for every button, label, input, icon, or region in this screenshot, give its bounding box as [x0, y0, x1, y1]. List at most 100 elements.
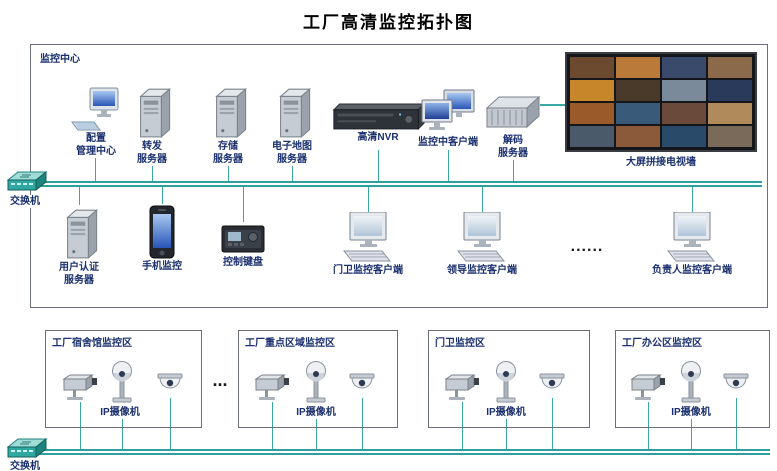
connector-line	[513, 150, 514, 183]
ip-camera-label: IP摄像机	[474, 406, 538, 419]
connector-line	[692, 187, 693, 212]
ip-camera-label: IP摄像机	[88, 406, 152, 419]
device-hd-nvr: 高清NVR	[328, 100, 428, 144]
tv-wall-cell	[662, 57, 706, 78]
bus-line-top	[34, 181, 762, 187]
device-label: 用户认证 服务器	[58, 261, 100, 287]
ellipsis-areas: ...	[212, 370, 228, 390]
device-label: 负责人监控客户端	[651, 264, 733, 277]
page-title: 工厂高清监控拓扑图	[303, 13, 474, 32]
device-gate-client: 门卫监控客户端	[328, 212, 408, 277]
connector-line	[448, 150, 449, 183]
tv-wall-grid	[565, 52, 757, 152]
connector-line	[482, 187, 483, 212]
device-auth-server: 用户认证 服务器	[43, 205, 115, 287]
tv-wall-cell	[616, 103, 660, 124]
device-label: 电子地图 服务器	[271, 140, 313, 166]
connector-line	[79, 187, 80, 205]
tv-wall-cell	[570, 80, 614, 101]
box-camera-icon	[441, 370, 483, 402]
box-camera-icon	[251, 370, 293, 402]
mini-dome-camera-icon	[536, 372, 568, 398]
connector-line	[122, 406, 123, 451]
server-icon	[207, 84, 249, 140]
connector-line	[162, 187, 163, 204]
ellipsis-clients: ......	[570, 238, 604, 255]
connector-line	[736, 398, 737, 451]
mini-dome-camera-icon	[346, 372, 378, 398]
dome-camera-icon	[299, 360, 333, 406]
device-mobile-monitor: 手机监控	[127, 204, 197, 273]
tv-wall-cell	[708, 126, 752, 147]
tv-wall-cell	[708, 57, 752, 78]
mini-dome-camera-icon	[154, 372, 186, 398]
desktop-computer-icon	[453, 212, 511, 264]
device-monitor-client: 监控中客户端	[412, 88, 484, 149]
tv-wall-cell	[708, 103, 752, 124]
bus-line-bottom	[30, 449, 770, 455]
device-label: 解码 服务器	[497, 134, 529, 160]
device-manager-client: 负责人监控客户端	[647, 212, 737, 277]
connector-line	[170, 398, 171, 451]
switch-icon	[6, 437, 48, 461]
area-dormitory-title: 工厂宿舍馆监控区	[50, 334, 134, 349]
tv-wall-cell	[616, 80, 660, 101]
tv-wall-cell	[616, 57, 660, 78]
connector-line	[243, 187, 244, 222]
desktop-computer-icon	[339, 212, 397, 264]
connector-line	[378, 150, 379, 183]
connector-line	[228, 150, 229, 183]
server-icon	[58, 205, 100, 261]
device-label: 领导监控客户端	[446, 264, 518, 277]
connector-line	[362, 398, 363, 451]
area-key-zone-frame	[238, 330, 398, 428]
connector-line	[152, 150, 153, 183]
tv-wall-cell	[616, 126, 660, 147]
connector-line	[95, 150, 96, 183]
connector-line	[368, 187, 369, 212]
device-storage-server: 存储 服务器	[193, 84, 263, 166]
box-camera-icon	[59, 370, 101, 402]
connector-line	[648, 402, 649, 451]
device-control-keyboard: 控制键盘	[208, 222, 278, 269]
device-leader-client: 领导监控客户端	[442, 212, 522, 277]
connector-line	[691, 406, 692, 451]
connector-line	[552, 398, 553, 451]
switch-bottom-label: 交换机	[0, 460, 50, 471]
device-label: 门卫监控客户端	[332, 264, 404, 277]
connector-line	[292, 150, 293, 183]
connector-line	[506, 406, 507, 451]
mini-dome-camera-icon	[720, 372, 752, 398]
device-label: 高清NVR	[356, 131, 400, 144]
tv-wall-cell	[708, 80, 752, 101]
switch-icon	[6, 170, 48, 194]
box-camera-icon	[627, 370, 669, 402]
tv-wall-cell	[570, 103, 614, 124]
connector-line	[272, 402, 273, 451]
device-label: 控制键盘	[222, 256, 264, 269]
connector-line	[316, 406, 317, 451]
computer-icon	[70, 86, 122, 132]
device-label: 转发 服务器	[136, 140, 168, 166]
switch-top	[4, 170, 50, 194]
connector-line	[540, 104, 565, 106]
tv-wall-cell	[662, 80, 706, 101]
smartphone-icon	[147, 204, 177, 260]
device-label: 手机监控	[141, 260, 183, 273]
area-dormitory-frame	[45, 330, 202, 428]
desktop-computer-icon	[663, 212, 721, 264]
dome-camera-icon	[674, 360, 708, 406]
monitoring-center-label: 监控中心	[38, 50, 82, 65]
ip-camera-label: IP摄像机	[659, 406, 723, 419]
switch-bottom	[4, 437, 50, 461]
device-config-management: 配置 管理中心	[60, 86, 132, 158]
server-icon	[131, 84, 173, 140]
switch-top-label: 交换机	[0, 195, 50, 208]
tv-wall-label: 大屏拼接电视墙	[565, 156, 757, 169]
area-gate-title: 门卫监控区	[433, 334, 487, 349]
tv-wall-cell	[570, 126, 614, 147]
area-office-frame	[615, 330, 770, 428]
area-gate-frame	[428, 330, 590, 428]
tv-wall-cell	[662, 126, 706, 147]
tv-wall-cell	[570, 57, 614, 78]
